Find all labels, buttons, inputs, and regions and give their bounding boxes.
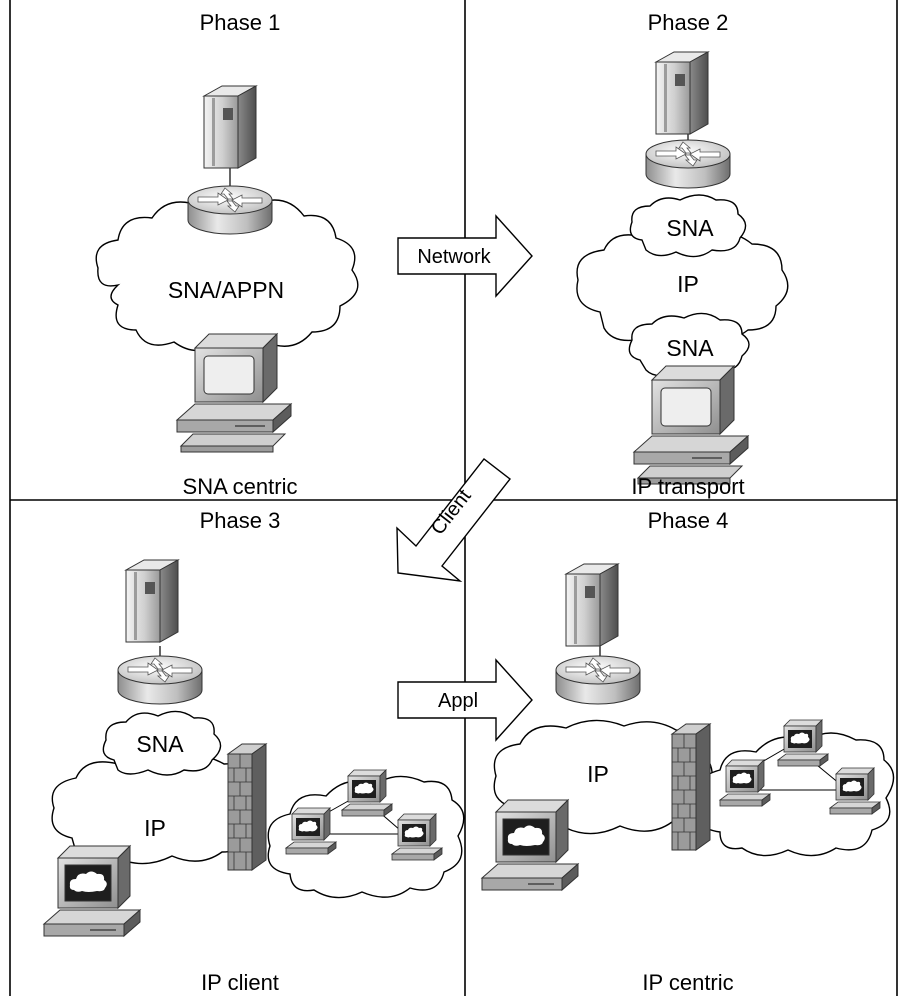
phase-4-panel: Phase 4 IP IP centric (481, 508, 895, 995)
phase-3-panel: Phase 3 SNA IP IP client (43, 508, 465, 995)
phase-3-caption: IP client (201, 970, 279, 995)
phase-4-caption: IP centric (642, 970, 733, 995)
sna-cloud-top (629, 194, 747, 258)
phase-3-ip-label: IP (144, 815, 166, 841)
workstation-icon (341, 769, 393, 817)
network-arrow-label: Network (417, 246, 491, 268)
terminal-icon (633, 365, 749, 485)
phase-2-caption: IP transport (631, 474, 744, 499)
phase-3-title: Phase 3 (200, 508, 281, 533)
phase-2-panel: Phase 2 SNA IP SNA IP transport (576, 10, 789, 499)
terminal-icon (176, 333, 292, 453)
phase-1-caption: SNA centric (183, 474, 298, 499)
firewall-icon (227, 743, 267, 871)
phase-4-ip-label: IP (587, 761, 609, 787)
router-icon (555, 655, 641, 705)
workstation-icon (719, 759, 771, 807)
workstation-icon (43, 845, 141, 937)
router-icon (117, 655, 203, 705)
phase-4-title: Phase 4 (648, 508, 729, 533)
mainframe-icon (655, 51, 709, 135)
appl-arrow-label: Appl (438, 690, 478, 712)
phase-2-title: Phase 2 (648, 10, 729, 35)
client-arrow: Client (396, 458, 511, 583)
workstation-icon (777, 719, 829, 767)
mainframe-icon (125, 559, 179, 643)
router-icon (645, 139, 731, 189)
sna-cloud (102, 710, 222, 776)
phase-1-panel: Phase 1 SNA/APPN SNA centric (95, 10, 359, 499)
phase-2-sna-top-label: SNA (666, 215, 714, 241)
router-icon (187, 185, 273, 235)
phase-1-cloud-label: SNA/APPN (168, 277, 284, 303)
mainframe-icon (565, 563, 619, 647)
workstation-icon (829, 767, 881, 815)
workstation-icon (285, 807, 337, 855)
appl-arrow: Appl (397, 658, 533, 742)
workstation-icon (481, 799, 579, 891)
firewall-icon (671, 723, 711, 851)
phase-2-sna-bottom-label: SNA (666, 335, 714, 361)
phase-2-ip-label: IP (677, 271, 699, 297)
intranet-cloud (267, 775, 465, 899)
phase-1-title: Phase 1 (200, 10, 281, 35)
network-arrow: Network (397, 214, 533, 298)
cloud-icon (95, 195, 359, 353)
phase-3-sna-label: SNA (136, 731, 184, 757)
mainframe-icon (203, 85, 257, 169)
workstation-icon (391, 813, 443, 861)
